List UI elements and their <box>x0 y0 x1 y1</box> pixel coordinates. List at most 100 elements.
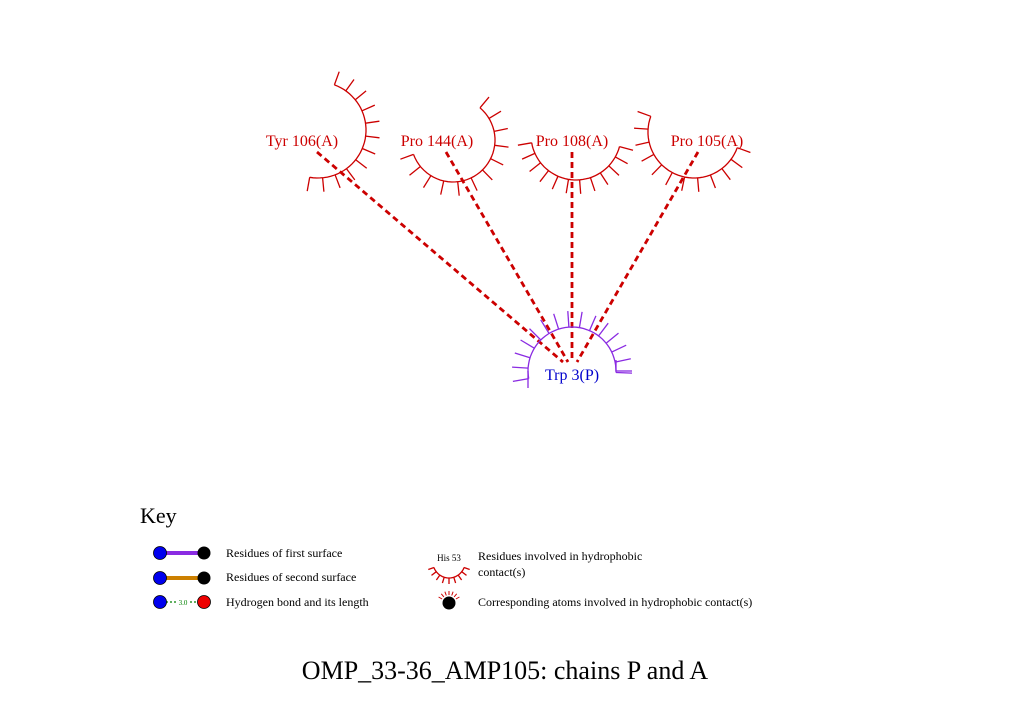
residue-tyr-106-spike <box>334 174 341 189</box>
residue-pro-144-spike <box>457 181 460 196</box>
residue-tyr-106-spike <box>361 104 376 112</box>
residue-pro-144-spike <box>493 127 508 133</box>
key-hydrogen-bond-label: Hydrogen bond and its length <box>226 595 369 609</box>
residue-tyr-106-spike <box>333 71 340 86</box>
contact-line-pro-105 <box>575 151 700 363</box>
residue-tyr-106-spike <box>355 159 368 169</box>
residue-pro-108-spike <box>521 152 536 160</box>
residue-pro-144-spike <box>490 158 504 166</box>
hydrophobic-contact-lines <box>316 150 700 364</box>
key-hbond-length: 3.0 <box>179 599 188 607</box>
partner-residue-arcs <box>306 71 751 196</box>
contact-line-pro-144 <box>444 151 570 363</box>
residue-pro-105-spike <box>634 127 649 130</box>
residue-pro-105-spike <box>696 177 700 192</box>
residue-pro-105-spike <box>721 168 731 181</box>
key-hydrophobic-spike <box>441 577 445 584</box>
key-first-surface-label: Residues of first surface <box>226 546 342 560</box>
residue-pro-144-spike <box>470 177 478 191</box>
residue-label-pro-144: Pro 144(A) <box>401 133 473 150</box>
residue-pro-144-spike <box>488 110 502 119</box>
residue-tyr-106-spike <box>306 177 311 192</box>
residue-pro-105-spike <box>665 172 673 186</box>
residue-pro-105-spike <box>736 147 751 154</box>
residue-pro-108-spike <box>551 175 559 190</box>
residue-tyr-106-spike <box>345 79 355 92</box>
residue-trp-3-spike <box>512 377 529 383</box>
residue-pro-144-spike <box>440 180 445 195</box>
key-hydrophobic-residue-label-line1: Residues involved in hydrophobic <box>478 549 642 563</box>
residue-pro-105-spike <box>681 176 686 191</box>
residue-trp-3-spike <box>512 366 529 369</box>
key-first-surface-symbol <box>153 546 211 560</box>
residue-pro-108-spike <box>614 156 628 165</box>
residue-pro-108-arc <box>531 142 621 181</box>
residue-label-tyr-106: Tyr 106(A) <box>266 133 338 150</box>
key-atom-spike <box>444 591 447 596</box>
residue-pro-105-spike <box>651 164 663 176</box>
residue-trp-3-spike <box>588 315 597 331</box>
key-hydrophobic-residue-arc <box>428 566 470 584</box>
residue-pro-108-spike <box>589 177 596 192</box>
residue-trp-3-spike <box>540 319 550 334</box>
key-hydrophobic-spike <box>431 571 437 576</box>
residue-trp-3-spike <box>598 322 609 337</box>
key-hydrophobic-spike <box>435 574 441 581</box>
residue-trp-3-spike <box>611 344 627 353</box>
key-hydrophobic-atom-symbol <box>438 591 460 610</box>
residue-pro-105-spike <box>637 110 652 117</box>
residue-pro-108-spike <box>517 142 532 146</box>
residue-tyr-106-spike <box>354 90 367 101</box>
residue-trp-3-spike <box>614 358 631 363</box>
residue-pro-144-spike <box>400 153 414 160</box>
residue-label-trp-3: Trp 3(P) <box>545 367 599 384</box>
residue-pro-144-spike <box>482 169 493 181</box>
key-second-surface-label: Residues of second surface <box>226 570 356 584</box>
residue-trp-3-spike <box>605 332 619 344</box>
residue-pro-105-spike <box>635 141 650 146</box>
residue-tyr-106-spike <box>321 177 325 192</box>
residue-tyr-106-spike <box>345 168 356 181</box>
key-hydrophobic-spike <box>453 577 457 584</box>
residue-pro-144-spike <box>409 165 421 176</box>
key-hydrogen-bond-symbol: 3.0 <box>153 595 211 609</box>
key-hydrophobic-spike <box>428 566 435 571</box>
key-hydrophobic-spike <box>457 574 463 581</box>
residue-label-pro-108: Pro 108(A) <box>536 133 608 150</box>
contact-line-tyr-106 <box>316 150 564 364</box>
residue-tyr-106-spike <box>365 135 380 139</box>
residue-pro-144-spike <box>494 144 509 148</box>
key-atom-spike <box>440 593 445 598</box>
residue-trp-3-spike <box>567 311 570 328</box>
key-atom-spike <box>455 596 460 600</box>
key-example-residue: His 53 <box>437 553 461 563</box>
residue-pro-108-spike <box>539 170 550 183</box>
residue-trp-3-spike <box>529 328 542 341</box>
key-hydrophobic-spike <box>461 571 467 576</box>
residue-trp-3-spike <box>514 352 531 359</box>
residue-pro-108-spike <box>599 172 609 185</box>
residue-pro-105-spike <box>730 158 743 169</box>
diagram-title: OMP_33-36_AMP105: chains P and A <box>302 656 709 685</box>
residue-label-pro-105: Pro 105(A) <box>671 133 743 150</box>
key-hydrophobic-atom-label: Corresponding atoms involved in hydropho… <box>478 595 752 609</box>
center-residue-arc <box>512 311 633 388</box>
key-atom-spike <box>453 593 458 598</box>
residue-pro-108-spike <box>529 162 542 173</box>
residue-trp-3-spike <box>615 371 633 374</box>
residue-pro-105-arc <box>647 116 738 179</box>
residue-pro-144-spike <box>422 175 432 188</box>
residue-tyr-106-spike <box>362 147 376 155</box>
residue-pro-144-spike <box>479 96 490 109</box>
residue-trp-3-spike <box>553 313 560 330</box>
key-second-surface-symbol <box>153 571 211 585</box>
residue-pro-144-arc <box>412 107 496 183</box>
residue-pro-108-spike <box>578 179 582 194</box>
key-hydrophobic-spike <box>463 566 470 571</box>
key-atom-spike <box>438 596 443 600</box>
residue-pro-108-spike <box>619 145 634 151</box>
residue-pro-108-spike <box>565 179 570 194</box>
residue-pro-105-spike <box>709 174 717 189</box>
residue-trp-3-spike <box>578 311 583 328</box>
